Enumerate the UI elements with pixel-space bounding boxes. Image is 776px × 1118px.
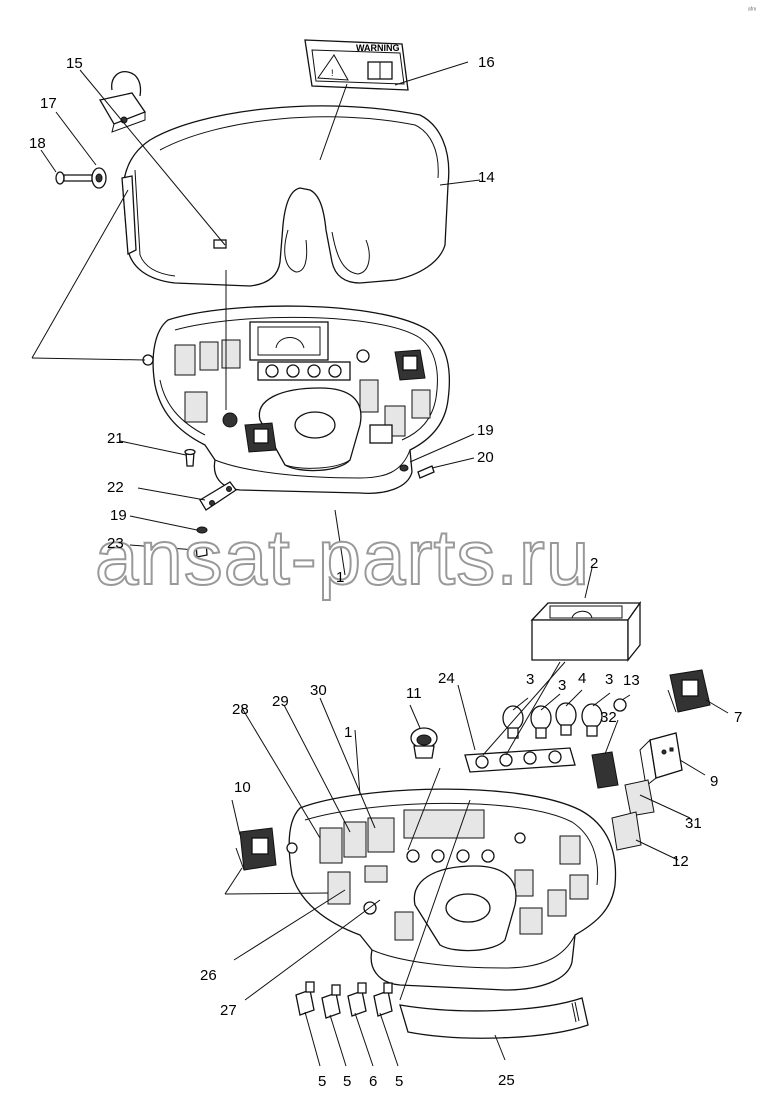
callout-label: 26 (200, 967, 217, 984)
padlock-part-15 (98, 71, 146, 133)
callout-label: 3 (526, 671, 534, 688)
switch-part-9 (639, 732, 683, 787)
callout-label: 22 (107, 479, 124, 496)
callout-label: 15 (66, 55, 83, 72)
callout-label: 19 (110, 507, 127, 524)
callout-label: 31 (685, 815, 702, 832)
callout-label: 23 (107, 535, 124, 552)
dashboard-housing-lower-part-1 (286, 788, 617, 991)
gauges-parts-3-4 (502, 698, 627, 739)
callout-label: 29 (272, 693, 289, 710)
callout-label: 11 (406, 685, 422, 702)
trim-plate-part-25 (399, 997, 589, 1039)
bulb-sockets-parts-5-6 (295, 981, 393, 1019)
watermark-text: ansat-parts.ru (95, 513, 590, 601)
callout-label: 17 (40, 95, 57, 112)
callout-label: 5 (395, 1073, 403, 1090)
warning-label-text: WARNING (356, 43, 400, 53)
callout-label: 6 (369, 1073, 377, 1090)
callout-label: 4 (578, 670, 586, 687)
callout-label: 5 (318, 1073, 326, 1090)
callout-label: 18 (29, 135, 46, 152)
callout-label: 32 (600, 709, 617, 726)
indicator-module-part-2 (530, 600, 642, 662)
callout-label: 24 (438, 670, 455, 687)
callout-label: 9 (710, 773, 718, 790)
callout-label: 16 (478, 54, 495, 71)
callout-label: 27 (220, 1002, 237, 1019)
callout-label: 3 (558, 677, 566, 694)
leader-lines (31, 61, 729, 1067)
rocker-switch-part-7 (667, 669, 711, 713)
cover-part-14 (121, 105, 450, 287)
rocker-switch-part-10 (235, 827, 277, 871)
callout-label: 10 (234, 779, 251, 796)
callout-label: 19 (477, 422, 494, 439)
callout-label: 2 (590, 555, 598, 572)
knob-part-11 (410, 727, 438, 759)
callout-label: 7 (734, 709, 742, 726)
corner-mark: ᵃᶠᵐ (748, 7, 756, 14)
blank-plugs-parts-12-31-32 (591, 751, 655, 851)
callout-label: 25 (498, 1072, 515, 1089)
callout-label: 1 (344, 724, 352, 741)
callout-label: 14 (478, 169, 495, 186)
warning-exclamation-icon: ! (331, 68, 334, 78)
callout-label: 28 (232, 701, 249, 718)
callout-label: 5 (343, 1073, 351, 1090)
callout-label: 20 (477, 449, 494, 466)
callout-label: 13 (623, 672, 640, 689)
callout-label: 3 (605, 671, 613, 688)
callout-label: 21 (107, 430, 124, 447)
bolt-washer-parts-17-18 (55, 167, 107, 189)
callout-label: 1 (336, 569, 344, 586)
dashboard-housing-upper-part-1 (142, 305, 451, 494)
hardware-parts-19-to-23 (184, 448, 435, 558)
warning-decal-part-16: ! WARNING (304, 39, 409, 91)
callout-label: 30 (310, 682, 327, 699)
gauge-plate-part-24 (464, 747, 576, 773)
callout-label: 12 (672, 853, 689, 870)
